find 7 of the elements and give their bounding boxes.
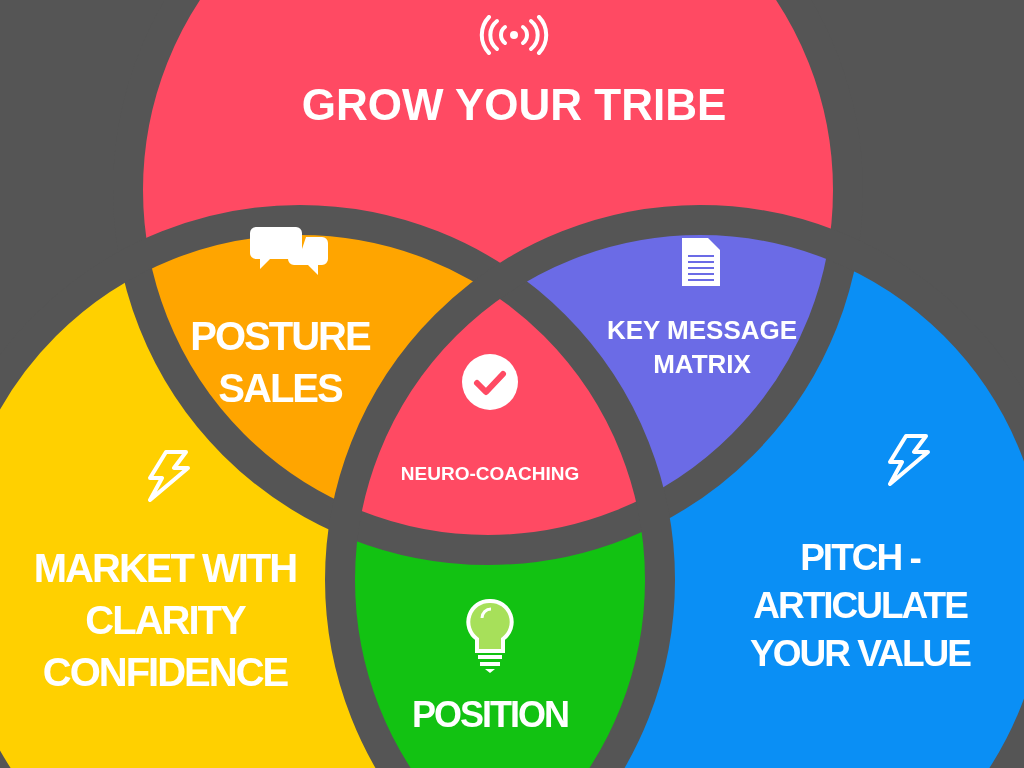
region-label: NEURO-COACHING bbox=[400, 462, 580, 486]
region-label: GROW YOUR TRIBE bbox=[301, 79, 727, 131]
region-label: KEY MESSAGE MATRIX bbox=[605, 314, 799, 381]
region-label: MARKET WITH CLARITY CONFIDENCE bbox=[32, 545, 298, 696]
region-label: POSTURE SALES bbox=[189, 313, 371, 412]
region-label: PITCH - ARTICULATE YOUR VALUE bbox=[749, 536, 972, 677]
region-label: POSITION bbox=[412, 693, 568, 737]
